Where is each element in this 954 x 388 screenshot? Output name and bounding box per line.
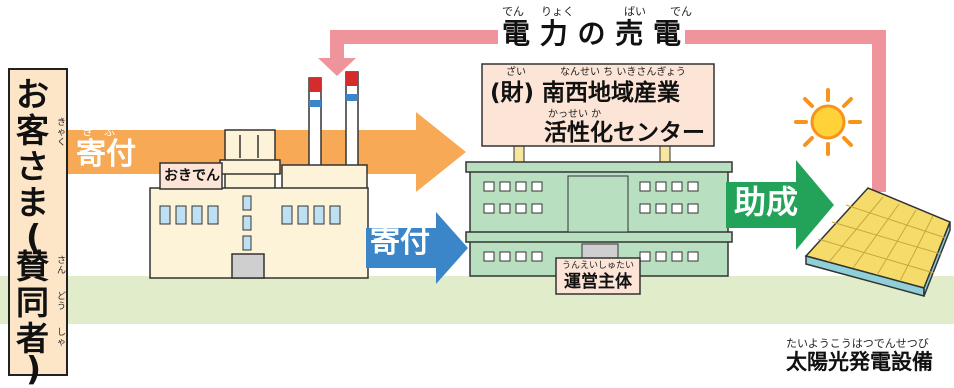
operator-ruby: うんえいしゅたい <box>562 261 635 271</box>
foundation-name-line1: (財) 南西地域産業 <box>490 80 681 106</box>
solar-facility-ruby: たいようこうはつでんせつび <box>786 337 929 350</box>
supporter-char: お <box>16 75 49 114</box>
supporter-box: お 客 きゃく さ ま ( 賛 さん 同 どう 者 しゃ ) <box>8 68 68 385</box>
foundation-ruby: ざい <box>506 67 526 78</box>
supporter-char: 同 <box>16 283 49 322</box>
donation-ruby: き ふ <box>378 213 411 226</box>
solar-facility-label: 太陽光発電設備 <box>786 350 933 374</box>
sell-power-ruby: でん <box>502 5 524 18</box>
office-building-icon <box>465 161 733 295</box>
sell-power-ruby: でん <box>670 5 692 18</box>
sell-power-ruby: りょく <box>541 5 574 18</box>
solar-panel-icon <box>804 187 951 297</box>
subsidy-label: 助成 <box>734 183 799 221</box>
supporter-ruby: どう <box>57 292 67 312</box>
ground-strip <box>0 276 954 324</box>
sun-icon <box>794 88 862 156</box>
foundation-ruby: かっせい か <box>548 109 602 120</box>
subsidy-ruby: じょせい <box>740 169 784 182</box>
supporter-char: ) <box>26 349 42 388</box>
supporter-ruby: きゃく <box>57 118 67 148</box>
supporter-char: ま <box>16 183 49 222</box>
company-name: おきでん <box>164 168 220 184</box>
supporter-char: 者 <box>16 319 49 358</box>
foundation-sign <box>481 63 715 167</box>
supporter-ruby: しゃ <box>57 328 67 348</box>
sell-power-ruby: ばい <box>624 5 646 18</box>
operator-label: 運営主体 <box>564 272 632 292</box>
foundation-ruby: なんせい ち いきさんぎょう <box>560 67 686 78</box>
foundation-name-line2: 活性化センター <box>544 120 705 146</box>
supporter-char: 賛 <box>16 247 49 286</box>
supporter-char: 客 <box>16 111 49 150</box>
donation-arrow-blue <box>366 212 468 284</box>
factory-icon <box>149 71 369 279</box>
supporter-char: さ <box>16 147 49 186</box>
donation-label-orange: 寄付 <box>76 137 136 172</box>
donation-label-blue: 寄付 <box>370 225 430 260</box>
diagram-graphics <box>0 30 954 324</box>
supporter-ruby: さん <box>57 256 67 276</box>
diagram-canvas: お 客 きゃく さ ま ( 賛 さん 同 どう 者 しゃ ) でん りょく ばい… <box>0 5 954 385</box>
donation-ruby: き ふ <box>82 125 115 138</box>
subsidy-arrow <box>726 160 834 250</box>
supporter-char: ( <box>26 217 42 256</box>
sell-power-label: 電 力 の 売 電 <box>498 20 685 48</box>
